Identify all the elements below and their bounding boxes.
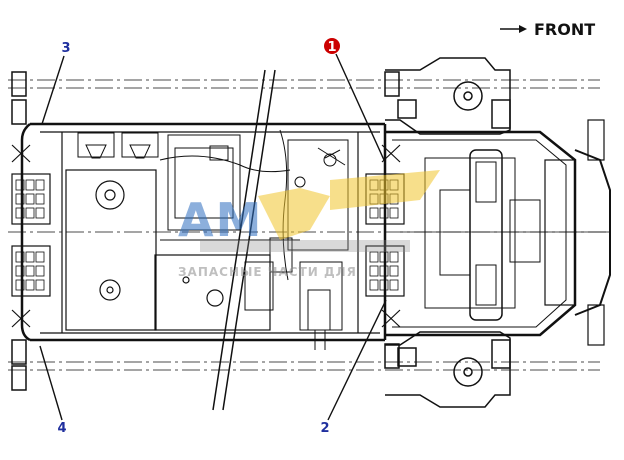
front-label: FRONT bbox=[534, 20, 595, 39]
watermark-swoosh bbox=[258, 188, 330, 240]
callout-1-label: 1 bbox=[327, 40, 336, 55]
front-lower-housing bbox=[385, 331, 511, 408]
callout-leaders bbox=[39, 53, 387, 421]
watermark-brand: AM bbox=[178, 193, 263, 247]
front-upper-housing bbox=[385, 57, 511, 135]
left-connector-blocks bbox=[11, 144, 51, 328]
watermark-tagline: ЗАПАСНЫЕ ЧАСТИ ДЛЯ bbox=[178, 265, 357, 279]
watermark-stripe bbox=[330, 170, 440, 210]
engine-block bbox=[65, 169, 271, 331]
main-frame bbox=[20, 122, 387, 342]
callout-4[interactable]: 4 bbox=[57, 421, 66, 436]
inner-frame bbox=[40, 131, 380, 334]
front-section bbox=[385, 119, 611, 346]
callout-1-badge[interactable] bbox=[324, 38, 340, 54]
callout-3[interactable]: 3 bbox=[61, 41, 70, 56]
callout-2[interactable]: 2 bbox=[320, 421, 329, 436]
rear-brackets bbox=[11, 71, 400, 391]
watermark: AM ЗАПАСНЫЕ ЧАСТИ ДЛЯ bbox=[178, 170, 440, 279]
front-direction-indicator: FRONT bbox=[500, 20, 595, 39]
callout-1[interactable]: 1 bbox=[324, 38, 340, 55]
arrow-right-icon bbox=[519, 25, 527, 33]
center-lines bbox=[8, 79, 610, 371]
